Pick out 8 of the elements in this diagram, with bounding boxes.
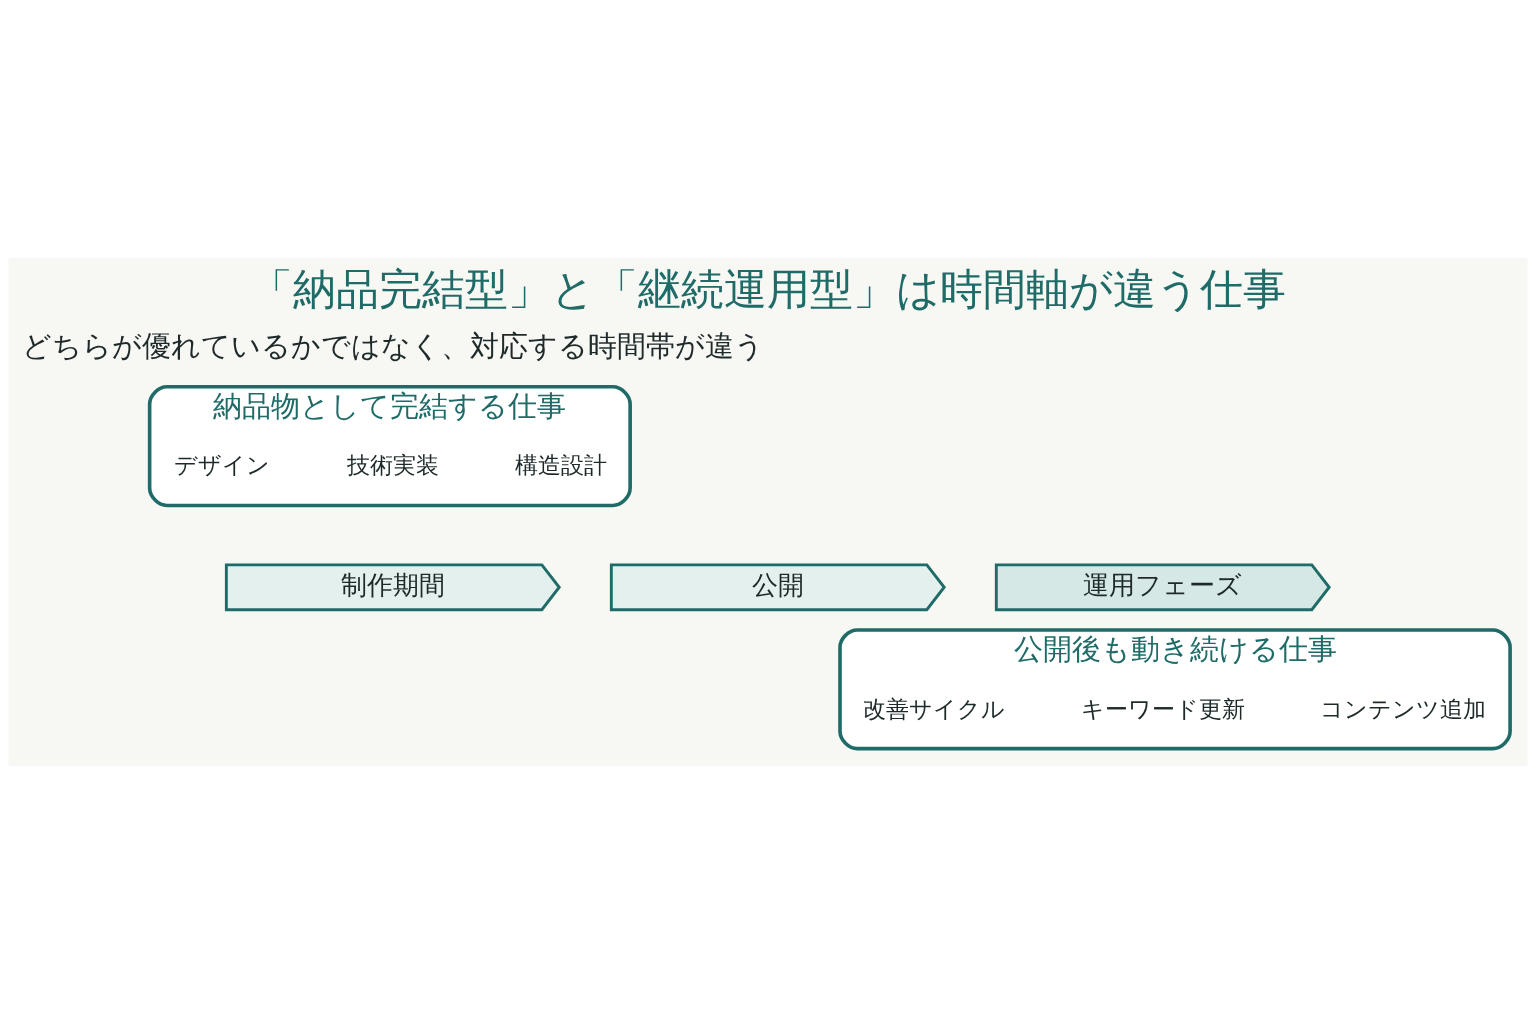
node-text: コンテンツ追加 xyxy=(1320,695,1486,722)
node-text: 技術実装 xyxy=(346,452,439,479)
node-text: キーワード更新 xyxy=(1080,695,1245,722)
diagram-title: 「納品完結型」と「継続運用型」は時間軸が違う仕事 xyxy=(250,264,1286,315)
label: どちらが優れているかではなく、対応する時間帯が違う xyxy=(21,329,764,364)
node-text: 構造設計 xyxy=(514,452,607,479)
node-text: デザイン xyxy=(174,452,271,479)
node-text: 改善サイクル xyxy=(863,695,1006,722)
